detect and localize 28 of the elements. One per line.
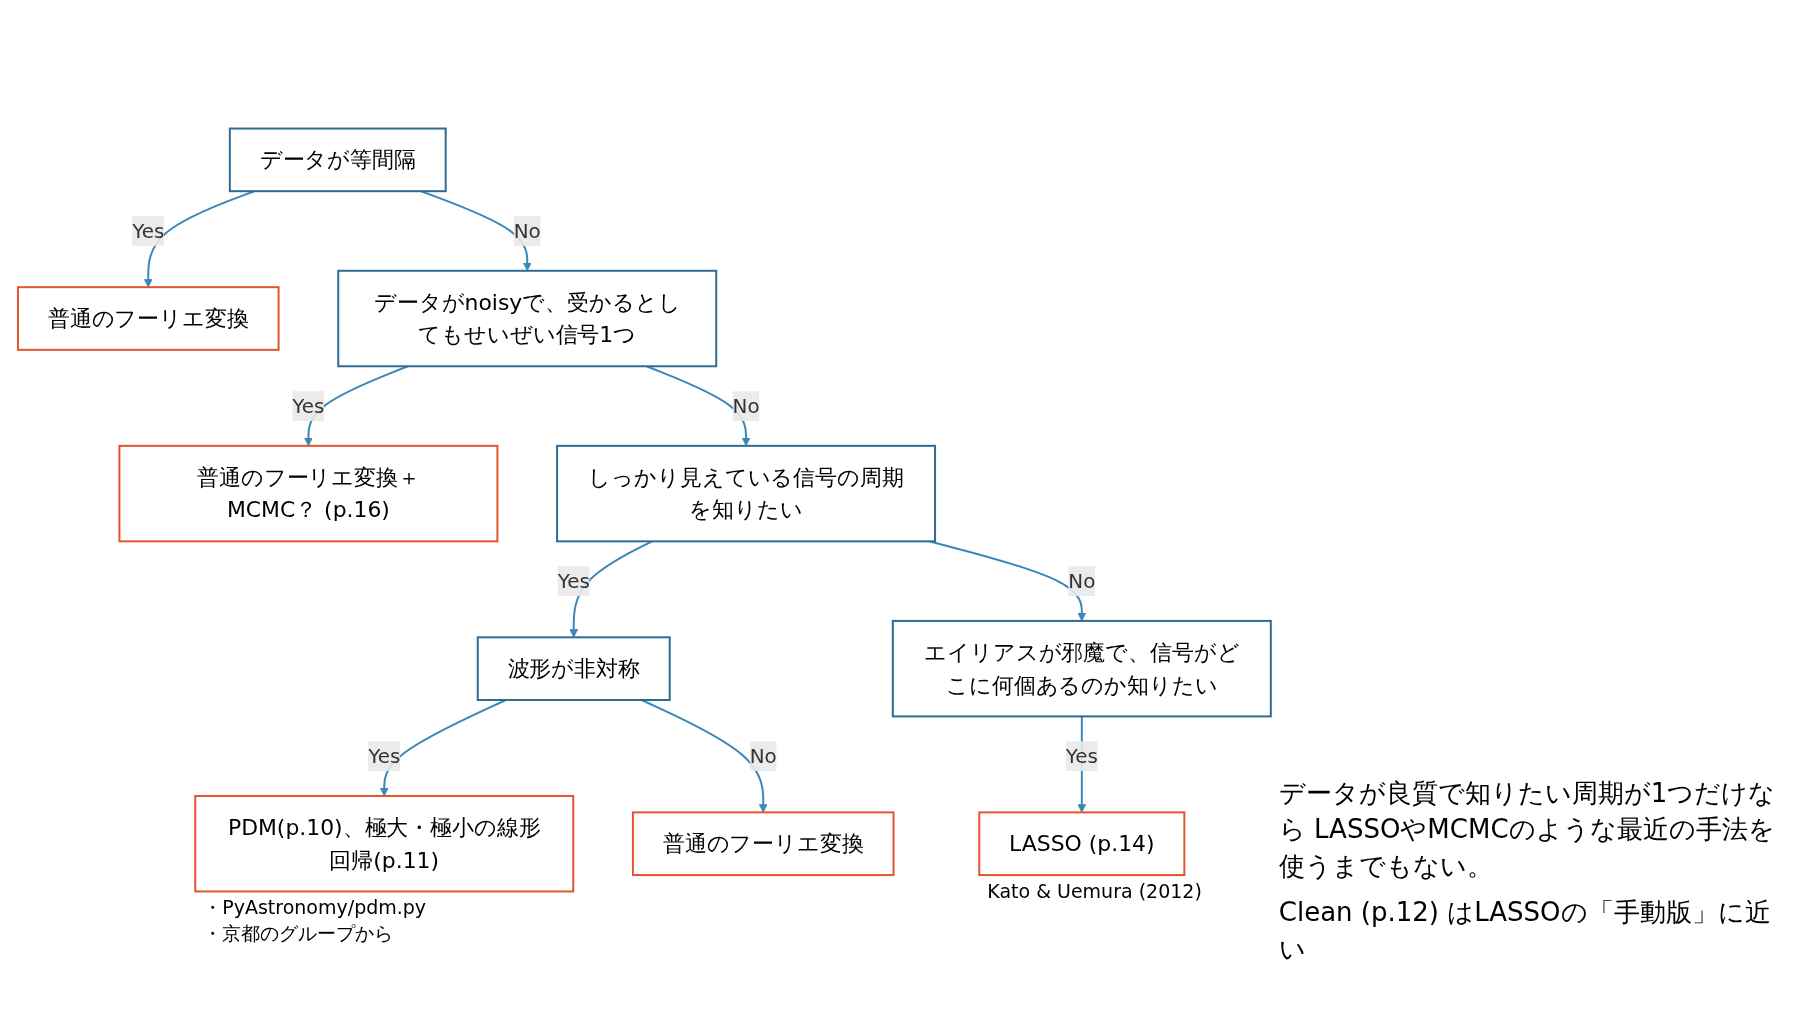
edge-label: Yes	[557, 569, 590, 594]
edge-label: No	[732, 394, 760, 418]
node-box: 普通のフーリエ変換	[631, 811, 895, 877]
edge-label: No	[513, 219, 541, 243]
side-note: Kato & Uemura (2012)	[987, 879, 1202, 905]
node-box: しっかり見えている信号の周期を知りたい	[556, 444, 937, 543]
node-box: 普通のフーリエ変換	[16, 286, 280, 351]
edge-label: Yes	[132, 219, 165, 243]
arrow	[420, 190, 532, 272]
arrow	[640, 699, 768, 813]
edge-label: No	[749, 744, 777, 769]
node-box: データがnoisyで、受かるとしてもせいぜい信号1つ	[337, 269, 718, 368]
node-box: LASSO (p.14)	[978, 811, 1186, 877]
node-box: 普通のフーリエ変換＋MCMC？ (p.16)	[118, 444, 499, 543]
arrow	[143, 190, 256, 288]
edge-label: Yes	[1065, 744, 1098, 769]
note-text: データが良質で知りたい周期が1つだけなら LASSOやMCMCのような最近の手法を使うまでもない。	[1278, 777, 1777, 883]
edge-label: No	[1068, 569, 1096, 594]
arrow	[379, 699, 507, 797]
node-box: PDM(p.10)、極大・極小の線形回帰(p.11)	[194, 794, 575, 893]
node-box: 波形が非対称	[476, 636, 671, 701]
note-text: Clean (p.12) はLASSOの「手動版」に近い	[1278, 896, 1772, 966]
node-box: データが等間隔	[228, 127, 447, 193]
side-note: ・京都のグループから	[203, 921, 395, 947]
node-box: エイリアスが邪魔で、信号がどこに何個あるのか知りたい	[891, 619, 1272, 718]
edge-label: Yes	[292, 394, 325, 418]
side-note: ・PyAstronomy/pdm.py	[203, 895, 427, 921]
edge-label: Yes	[368, 744, 401, 769]
